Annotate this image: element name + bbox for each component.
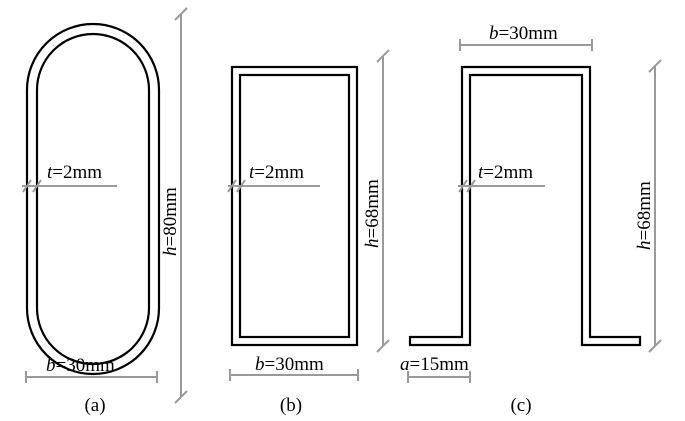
panel-a-width-dimension bbox=[25, 371, 158, 383]
panel-a-caption: (a) bbox=[84, 395, 105, 416]
panel-b-height-label: h=68mm bbox=[362, 179, 383, 248]
panel-a-width-label: b=30mm bbox=[46, 355, 115, 376]
panel-b-width-dimension bbox=[229, 369, 359, 381]
panel-a-thickness-marker bbox=[22, 179, 117, 193]
panel-c-caption: (c) bbox=[510, 395, 531, 416]
panel-b-outer-wall bbox=[230, 65, 359, 347]
panel-c-height-label: h=68mm bbox=[634, 181, 655, 250]
panel-a-height-label: h=80mm bbox=[160, 187, 181, 256]
panel-c-flange-dimension bbox=[407, 371, 471, 383]
panel-a: t=2mm h=80mm b=30mm (a) bbox=[22, 7, 188, 416]
panel-b-width-label: b=30mm bbox=[255, 354, 324, 375]
panel-b-caption: (b) bbox=[280, 395, 302, 416]
panel-c-height-dimension bbox=[648, 59, 662, 353]
panel-b-thickness-label: t=2mm bbox=[249, 162, 304, 183]
panel-b-thickness-marker bbox=[227, 179, 320, 193]
panel-c-top-width-label: b=30mm bbox=[489, 23, 558, 44]
panel-c-thickness-label: t=2mm bbox=[478, 162, 533, 183]
panel-b-inner-wall bbox=[238, 73, 351, 339]
panel-a-thickness-label: t=2mm bbox=[47, 162, 102, 183]
panel-a-height-dimension bbox=[174, 7, 188, 404]
panel-b: t=2mm h=68mm b=30mm (b) bbox=[227, 49, 390, 416]
panel-c-thickness-marker bbox=[458, 179, 545, 193]
panel-a-inner-wall bbox=[35, 32, 151, 366]
panel-b-height-dimension bbox=[376, 49, 390, 353]
panel-a-outer-wall bbox=[25, 22, 161, 376]
panel-c-flange-label: a=15mm bbox=[400, 354, 469, 375]
panel-c-top-width-dimension bbox=[459, 39, 593, 51]
panel-c-section-outline bbox=[408, 65, 642, 347]
panel-c: t=2mm b=30mm h=68mm a=15mm (c) bbox=[400, 23, 662, 416]
